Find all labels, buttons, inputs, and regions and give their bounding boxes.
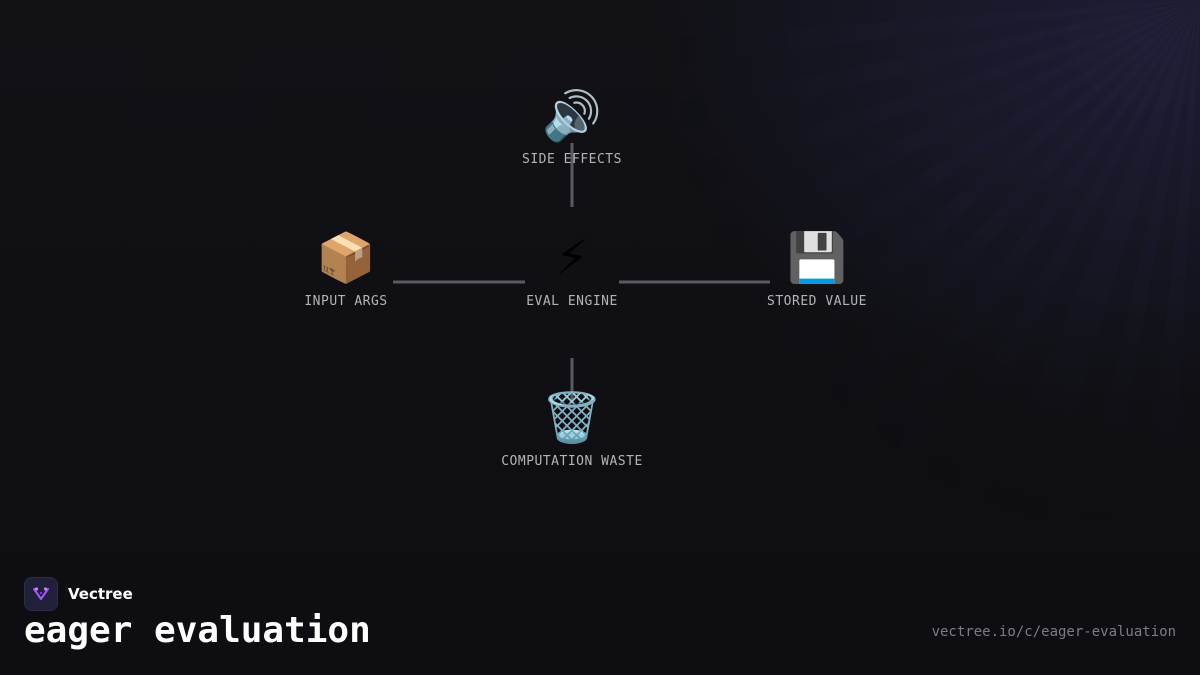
node-label: SIDE EFFECTS — [522, 152, 622, 167]
node-stored-value: 💾 STORED VALUE — [717, 230, 917, 309]
lightning-icon: ⚡ — [555, 230, 589, 286]
vectree-logo-icon — [24, 577, 58, 611]
page-title: eager evaluation — [24, 610, 371, 651]
node-label: COMPUTATION WASTE — [501, 454, 643, 469]
brand-name: Vectree — [68, 585, 133, 603]
brand: Vectree — [24, 577, 133, 611]
node-eval-engine: ⚡ EVAL ENGINE — [472, 230, 672, 309]
node-input-args: 📦 INPUT ARGS — [246, 230, 446, 309]
background-rays — [680, 0, 1200, 520]
floppy-disk-icon: 💾 — [787, 230, 847, 286]
node-label: INPUT ARGS — [304, 294, 388, 309]
page-url[interactable]: vectree.io/c/eager-evaluation — [931, 624, 1176, 640]
node-label: EVAL ENGINE — [526, 294, 618, 309]
node-label: STORED VALUE — [767, 294, 867, 309]
package-icon: 📦 — [316, 230, 376, 286]
trash-icon: 🗑️ — [542, 390, 602, 446]
speaker-icon: 🔊 — [542, 88, 602, 144]
node-computation-waste: 🗑️ COMPUTATION WASTE — [472, 390, 672, 469]
node-side-effects: 🔊 SIDE EFFECTS — [472, 88, 672, 167]
